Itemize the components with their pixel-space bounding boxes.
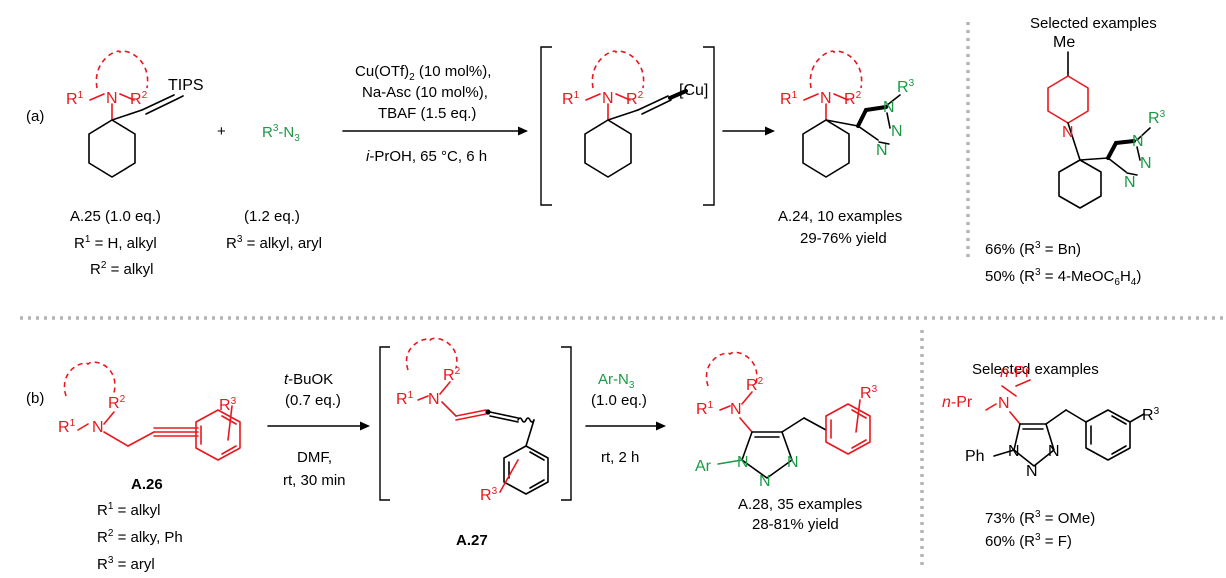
a26-r1-label: R1 — [58, 418, 76, 436]
azide-formula: R3-N3 — [262, 123, 300, 144]
conditions-b2-azide: Ar-N3 — [598, 371, 635, 391]
conditions-a-line4: i-PrOH, 65 °C, 6 h — [366, 148, 487, 165]
example-a-r3-label: R3 — [1148, 109, 1166, 127]
a28-triazole-n2: N — [759, 473, 771, 490]
allene-central-carbon — [485, 409, 491, 415]
int-cu-r1-label: R1 — [562, 90, 580, 108]
conditions-b2-equiv: (1.0 eq.) — [591, 392, 647, 409]
conditions-b1-base: t-BuOK — [284, 371, 333, 388]
a26-n-label: N — [92, 419, 104, 436]
a28-aryl-label: Ar — [695, 458, 712, 475]
a28-triazole-n1: N — [737, 454, 749, 471]
example-a-methyl-label: Me — [1053, 34, 1075, 51]
conditions-a-line2: Na-Asc (10 mol%), — [362, 84, 488, 101]
reaction-arrow-b2-head — [656, 421, 666, 431]
a27-id: A.27 — [456, 532, 488, 549]
a26-r2-definition: R2 = alky, Ph — [97, 528, 183, 546]
a26-r1-definition: R1 = alkyl — [97, 501, 161, 519]
conditions-a-line1: Cu(OTf)2 (10 mol%), — [355, 63, 491, 83]
a24-r2-label: R2 — [844, 90, 862, 108]
a24-r1-label: R1 — [780, 90, 798, 108]
example-b-triazole-n1: N — [1008, 443, 1020, 460]
bracket-right-b — [561, 346, 572, 501]
example-b-npr-top: n-Pr — [1000, 364, 1031, 381]
product-a28-structure: R1 N R2 R3 Ar N N N — [695, 351, 878, 490]
a27-n-label: N — [428, 391, 440, 408]
bracket-left-a — [540, 46, 552, 206]
conditions-a-line3: TBAF (1.5 eq.) — [378, 105, 476, 122]
a25-r1-definition: R1 = H, alkyl — [74, 234, 157, 252]
example-a-n-label: N — [1062, 124, 1074, 141]
a26-r3-label: R3 — [219, 396, 237, 414]
a27-r1-label: R1 — [396, 390, 414, 408]
a25-id-line: A.25 (1.0 eq.) — [70, 208, 161, 225]
conditions-b1-solvent: DMF, — [297, 449, 332, 466]
example-b-yield-2: 60% (R3 = F) — [985, 532, 1072, 550]
a25-r1-label: R1 — [66, 90, 84, 108]
a24-triazole-n1: N — [883, 99, 895, 116]
intermediate-cu-structure: R1 N R2 [Cu] — [562, 50, 708, 178]
example-a-triazole-n1: N — [1132, 133, 1144, 150]
a24-n-label: N — [820, 90, 832, 107]
part-b-label: (b) — [26, 390, 44, 407]
example-b-r3-label: R3 — [1142, 406, 1160, 424]
a24-caption: A.24, 10 examples — [778, 208, 902, 225]
product-a24-structure: N N N R3 R1 N R2 — [780, 50, 915, 178]
int-cu-n-label: N — [602, 90, 614, 107]
a27-r2-label: R2 — [443, 366, 461, 384]
reaction-arrow-a1-head — [518, 126, 528, 136]
int-cu-r2-label: R2 — [626, 90, 644, 108]
a24-yield: 29-76% yield — [800, 230, 887, 247]
example-b-triazole-n2: N — [1026, 463, 1038, 480]
example-a-structure: Me N N N N R3 — [1047, 34, 1166, 209]
a28-n-label: N — [730, 401, 742, 418]
a24-triazole-n3: N — [876, 142, 888, 159]
bracket-right-a — [703, 46, 715, 206]
azide-equiv: (1.2 eq.) — [244, 208, 300, 225]
int-cu-metal-label: [Cu] — [679, 82, 708, 99]
intermediate-a27-structure: R1 N R2 R3 — [396, 337, 549, 504]
a28-triazole-n3: N — [787, 454, 799, 471]
a27-r3-label: R3 — [480, 486, 498, 504]
example-b-triazole-n3: N — [1048, 443, 1060, 460]
a25-n-label: N — [106, 90, 118, 107]
conditions-b1-time: rt, 30 min — [283, 472, 346, 489]
azide-r3-definition: R3 = alkyl, aryl — [226, 234, 322, 252]
example-b-structure: n-Pr n-Pr N Ph N N N R3 — [942, 364, 1160, 480]
reactant-a25-structure: R1 N R2 TIPS — [66, 50, 204, 178]
a26-r3-definition: R3 = aryl — [97, 555, 155, 573]
a26-r2-label: R2 — [108, 394, 126, 412]
example-b-n-label: N — [998, 395, 1010, 412]
reaction-arrow-a2-head — [765, 126, 775, 136]
a25-tips-label: TIPS — [168, 77, 204, 94]
example-a-triazole-n3: N — [1124, 174, 1136, 191]
a24-r3-label: R3 — [897, 78, 915, 96]
reaction-arrow-b1-head — [360, 421, 370, 431]
a26-id: A.26 — [131, 476, 163, 493]
example-a-yield-1: 66% (R3 = Bn) — [985, 240, 1081, 258]
a25-r2-definition: R2 = alkyl — [90, 260, 154, 278]
example-a-triazole-n2: N — [1140, 155, 1152, 172]
plus-sign: + — [217, 123, 226, 140]
a28-r3-label: R3 — [860, 384, 878, 402]
a28-yield: 28-81% yield — [752, 516, 839, 533]
example-a-yield-2: 50% (R3 = 4-MeOC6H4) — [985, 267, 1141, 288]
example-b-yield-1: 73% (R3 = OMe) — [985, 509, 1095, 527]
examples-a-heading: Selected examples — [1030, 15, 1157, 32]
conditions-b2-time: rt, 2 h — [601, 449, 639, 466]
examples-b-heading: Selected examples — [972, 361, 1099, 378]
a28-r2-label: R2 — [746, 376, 764, 394]
conditions-b1-equiv: (0.7 eq.) — [285, 392, 341, 409]
a25-r2-label: R2 — [130, 90, 148, 108]
a28-r1-label: R1 — [696, 400, 714, 418]
reactant-a26-structure: R1 N R2 R3 — [58, 361, 241, 461]
example-b-npr-left: n-Pr — [942, 394, 973, 411]
a24-triazole-n2: N — [891, 123, 903, 140]
bracket-left-b — [379, 346, 390, 501]
example-b-phenyl-label: Ph — [965, 448, 985, 465]
part-a-label: (a) — [26, 108, 44, 125]
a28-caption: A.28, 35 examples — [738, 496, 862, 513]
